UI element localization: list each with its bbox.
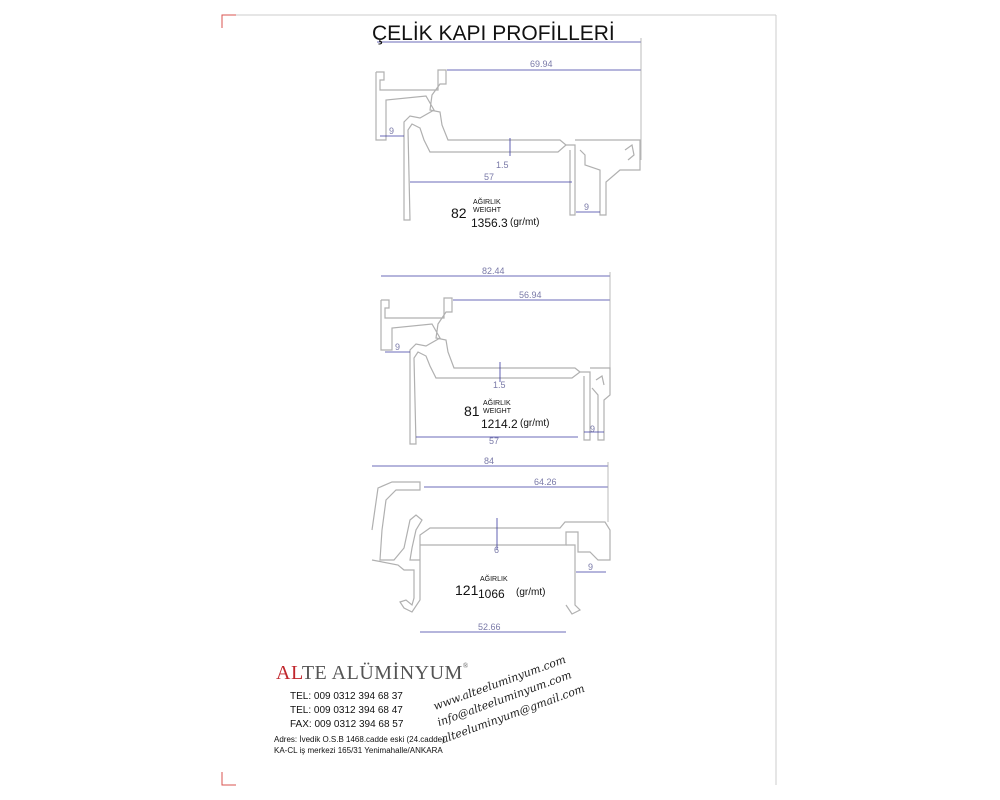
fax: FAX: 009 0312 394 68 57 [290,719,404,730]
dim-inner-width: 64.26 [534,477,557,487]
weight-label: AĞIRLIK [480,576,508,583]
dim-wall: 1.5 [493,380,506,390]
page-title: ÇELİK KAPI PROFİLLERİ [372,22,615,45]
weight-label-en: WEIGHT [473,207,501,214]
dim-right-offset: 9 [584,202,590,212]
dim-base: 57 [484,172,495,182]
profile-81 [380,297,611,445]
logo-text: TE ALÜMİNYUM [301,662,463,684]
weight-unit: (gr/mt) [510,217,540,228]
weight-value: 1066 [478,587,505,601]
dim-inner-width: 69.94 [530,59,553,69]
profile-82-dims [377,38,642,213]
profile-82 [375,69,641,221]
dim-right-offset: 9 [588,562,594,572]
weight-value: 1214.2 [481,417,518,431]
profile-81-dims [381,272,611,438]
profile-code: 81 [464,403,480,419]
weight-label-en: WEIGHT [483,408,511,415]
address-line-1: Adres: İvedik O.S.B 1468.cadde eski (24.… [274,735,445,744]
weight-label-tr: AĞIRLIK [483,400,511,407]
logo-red-part: AL [276,662,302,684]
profile-code: 121 [455,582,479,598]
weight-unit: (gr/mt) [520,418,550,429]
dim-total-width: 82.44 [482,266,505,276]
dim-right-offset: 9 [590,424,596,434]
dim-total-width: 84 [484,456,495,466]
dim-left-offset: 9 [389,126,395,136]
dim-left-offset: 9 [395,342,401,352]
profile-code: 82 [451,205,467,221]
weight-label-tr: AĞIRLIK [473,199,501,206]
corner-marks [221,14,236,786]
profile-121 [371,481,611,615]
phone-1: TEL: 009 0312 394 68 37 [290,691,403,702]
profile-121-dims [372,462,609,633]
registered-mark: ® [462,662,469,670]
dim-base: 57 [489,436,500,446]
company-logo: ALTE ALÜMİNYUM® [276,662,469,685]
weight-value: 1356.3 [471,216,508,230]
phone-2: TEL: 009 0312 394 68 47 [290,705,403,716]
dim-inner-width: 56.94 [519,290,542,300]
page-frame [222,14,777,785]
dim-wall: 1.5 [496,160,509,170]
dim-wall: 6 [494,545,500,555]
weight-unit: (gr/mt) [516,587,546,598]
address-line-2: KA-CL iş merkezi 165/31 Yenimahalle/ANKA… [274,746,443,755]
dim-base: 52.66 [478,622,501,632]
